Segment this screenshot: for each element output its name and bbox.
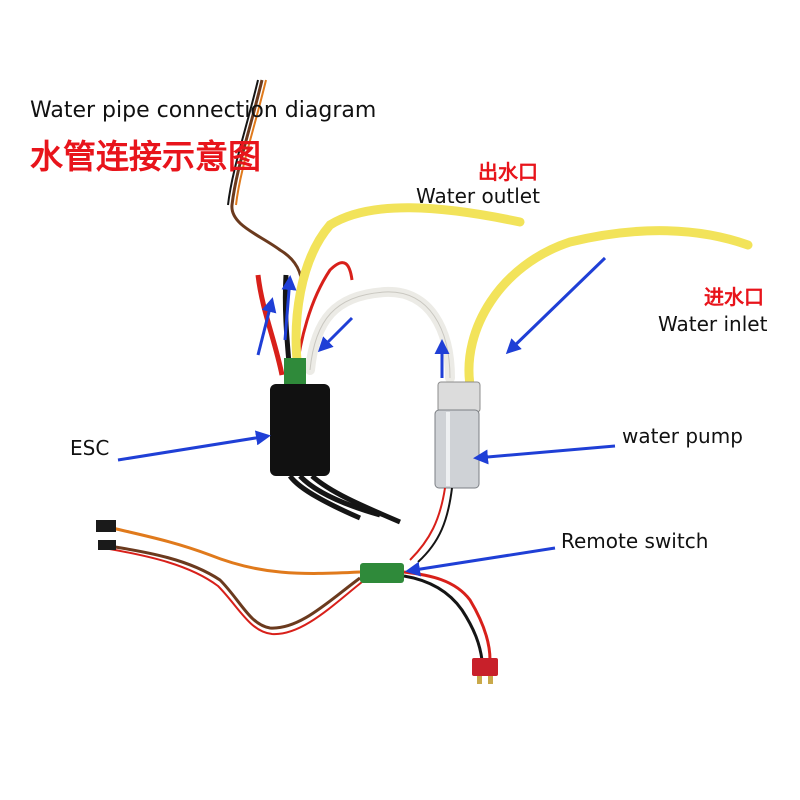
inlet-flow-arrow (505, 256, 607, 355)
title-chinese: 水管连接示意图 (30, 137, 261, 176)
esc-intake-arrow (317, 316, 354, 353)
outlet-label-chinese: 出水口 (478, 160, 538, 184)
esc-label: ESC (70, 436, 110, 460)
pump-arrow (473, 444, 616, 465)
esc-body (270, 358, 401, 525)
pump-body (409, 381, 481, 563)
esc-signal-wire (227, 79, 304, 301)
outlet-flow-arrow-2 (281, 275, 297, 341)
outlet-label-english: Water outlet (416, 184, 540, 208)
pump-label: water pump (622, 424, 743, 448)
inlet-label-english: Water inlet (658, 312, 768, 336)
title-english: Water pipe connection diagram (30, 98, 377, 123)
esc-arrow (117, 430, 271, 462)
remote-switch-module (96, 520, 498, 684)
switch-label: Remote switch (561, 529, 709, 553)
inlet-label-chinese: 进水口 (704, 285, 764, 309)
outlet-flow-arrow-1 (256, 297, 277, 356)
inlet-tube (464, 226, 753, 390)
outlet-tube (291, 203, 525, 375)
esc-to-pump-tube (305, 286, 455, 383)
switch-arrow (405, 546, 556, 577)
